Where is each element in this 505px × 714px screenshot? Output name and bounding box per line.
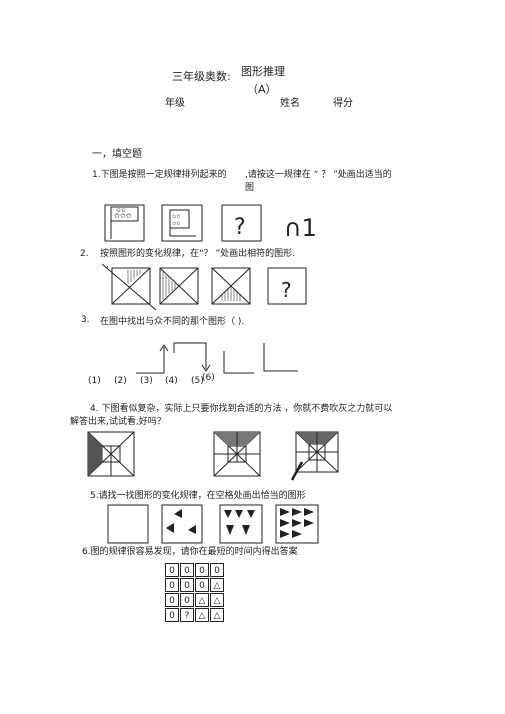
svg-text:✩✩✩: ✩✩✩ bbox=[113, 212, 132, 220]
q3-label-5: (5) bbox=[191, 376, 204, 386]
q6-cell: 0 bbox=[180, 578, 194, 592]
q2-figures: ? bbox=[101, 263, 307, 311]
svg-text:✩✩: ✩✩ bbox=[172, 214, 181, 220]
q1-question-mark: ? bbox=[234, 215, 246, 240]
q3-label-1: (1) bbox=[88, 376, 101, 386]
section-title: 一，填空题 bbox=[92, 149, 142, 160]
q6-cell: △ bbox=[210, 593, 224, 607]
q1-answer-glyph: ∩1 bbox=[284, 214, 317, 242]
q2-box-1 bbox=[101, 263, 157, 311]
q3-figures bbox=[136, 342, 298, 374]
q1-box-1: ✩✩✩ ✩✩ bbox=[104, 204, 145, 242]
q6-cell: 0 bbox=[180, 593, 194, 607]
title-prefix: 三年级奥数: bbox=[172, 70, 231, 83]
q1-figures: ✩✩✩ ✩✩ ✩✩ ✩✩ ? ∩1 bbox=[104, 204, 317, 242]
q6-cell: 0 bbox=[165, 593, 179, 607]
q1-box-2: ✩✩ ✩✩ bbox=[161, 204, 203, 242]
q6-cell: △ bbox=[210, 578, 224, 592]
q3-label-3: (3) bbox=[140, 376, 153, 386]
q5-box-2 bbox=[161, 504, 203, 544]
q2-question-mark: ? bbox=[281, 278, 292, 302]
q6-cell: 0 bbox=[165, 563, 179, 577]
grade-label: 年级 bbox=[165, 98, 185, 109]
q6-cell: △ bbox=[195, 608, 209, 622]
q5-box-3 bbox=[219, 504, 263, 544]
q3-text: 在图中找出与众不同的那个图形（ ). bbox=[100, 317, 245, 327]
q6-cell: 0 bbox=[180, 563, 194, 577]
q6-cell: 0 bbox=[195, 563, 209, 577]
q4-text-a: 4. 下图看似复杂，实际上只要你找到合适的方法 ，你就不费吹灰之力就可以 bbox=[90, 404, 393, 414]
score-label: 得分 bbox=[333, 98, 353, 109]
q6-cell: △ bbox=[210, 608, 224, 622]
q1-text-c: 图 bbox=[245, 183, 255, 193]
q2-box-3 bbox=[211, 267, 251, 305]
q4-text-b: 解答出来,试试看,好吗？ bbox=[70, 417, 166, 427]
q6-grid: 0 0 0 0 0 0 0 △ 0 0 △ △ 0 ? △ △ bbox=[165, 563, 229, 627]
q6-cell: △ bbox=[195, 593, 209, 607]
q1-box-3 bbox=[221, 204, 262, 242]
q2-stray-mark: ' bbox=[106, 265, 109, 275]
q5-box-1 bbox=[107, 504, 149, 544]
q5-box-4 bbox=[275, 504, 319, 544]
q5-text: 5.请找一找图形的变化规律，在空格处画出恰当的图形 bbox=[90, 491, 306, 501]
q6-cell: 0 bbox=[195, 578, 209, 592]
q2-text: 按照图形的变化规律，在“？ ”处画出相符的图形. bbox=[100, 249, 296, 259]
q1-text-b: ,请按这一规律在 “ ？ ”处画出适当的 bbox=[245, 170, 392, 180]
svg-text:✩✩: ✩✩ bbox=[116, 207, 126, 214]
q1-text-a: 1.下图是按照一定规律排列起来的 bbox=[92, 170, 227, 180]
q6-cell: 0 bbox=[165, 578, 179, 592]
q4-fig-1 bbox=[87, 431, 135, 477]
q5-figures bbox=[107, 504, 319, 544]
svg-text:✩✩: ✩✩ bbox=[172, 221, 181, 227]
q3-label-2: (2) bbox=[114, 376, 127, 386]
q6-text: 6.图的规律很容易发现，请你在最短的时间内得出答案 bbox=[82, 547, 298, 557]
q2-box-4 bbox=[267, 267, 307, 305]
q6-cell: ? bbox=[180, 608, 194, 622]
name-label: 姓名 bbox=[280, 98, 300, 109]
title-variant: （A） bbox=[247, 83, 277, 96]
q4-fig-2 bbox=[213, 431, 261, 477]
q4-fig-3 bbox=[290, 431, 339, 481]
q3-number: 3. bbox=[81, 315, 90, 325]
q3-label-4: (4) bbox=[165, 376, 178, 386]
q2-number: 2. bbox=[80, 249, 89, 259]
q6-cell: 0 bbox=[165, 608, 179, 622]
q2-box-2 bbox=[159, 267, 199, 305]
q4-figures bbox=[87, 431, 339, 481]
q6-cell: 0 bbox=[210, 563, 224, 577]
q3-label-6: (6) bbox=[202, 373, 215, 383]
title-main: 图形推理 bbox=[241, 65, 285, 78]
